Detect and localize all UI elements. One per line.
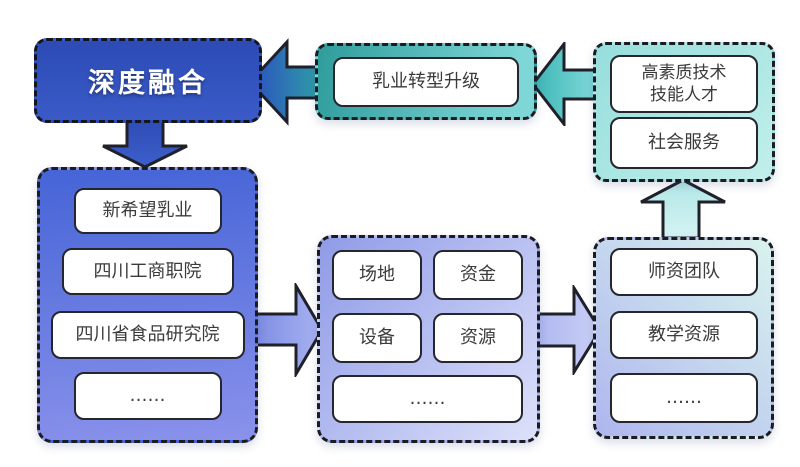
resource-node-ellipsis: …… bbox=[332, 375, 523, 423]
right-arrow-icon-resources-to-outputs bbox=[536, 285, 602, 375]
resources-group: 场地 资金 设备 资源 …… bbox=[317, 235, 540, 443]
social-service-node: 社会服务 bbox=[610, 117, 758, 169]
right-arrow-icon-partners-to-resources bbox=[254, 283, 324, 377]
talent-group: 高素质技术 技能人才 社会服务 bbox=[593, 42, 775, 182]
talent-label-line2: 技能人才 bbox=[650, 85, 718, 105]
industry-upgrade-node: 乳业转型升级 bbox=[333, 57, 519, 107]
resource-node: 设备 bbox=[332, 313, 422, 363]
talent-label-line1: 高素质技术 bbox=[641, 62, 727, 83]
talent-node: 高素质技术 技能人才 bbox=[610, 55, 758, 113]
deep-integration-node: 深度融合 bbox=[34, 38, 262, 123]
partner-node-ellipsis: …… bbox=[73, 372, 222, 420]
resource-label: 资金 bbox=[460, 264, 496, 286]
output-label: 教学资源 bbox=[648, 324, 720, 346]
deep-integration-label: 深度融合 bbox=[88, 68, 208, 99]
resource-label: 场地 bbox=[359, 264, 395, 286]
resource-node: 资金 bbox=[433, 250, 523, 300]
industry-upgrade-label: 乳业转型升级 bbox=[372, 71, 480, 93]
output-ellipsis-label: …… bbox=[666, 387, 702, 409]
partner-label: 四川省食品研究院 bbox=[75, 324, 220, 346]
resource-node: 场地 bbox=[332, 250, 422, 300]
resource-label: 资源 bbox=[460, 327, 496, 349]
resource-node: 资源 bbox=[433, 313, 523, 363]
social-service-label: 社会服务 bbox=[648, 132, 720, 154]
output-node-ellipsis: …… bbox=[610, 373, 758, 423]
output-node: 师资团队 bbox=[610, 248, 758, 296]
outputs-group: 师资团队 教学资源 …… bbox=[593, 237, 774, 439]
industry-upgrade-group: 乳业转型升级 bbox=[315, 43, 537, 120]
partner-label: 新希望乳业 bbox=[102, 200, 193, 222]
output-label: 师资团队 bbox=[648, 261, 720, 283]
partners-group: 新希望乳业 四川工商职院 四川省食品研究院 …… bbox=[37, 167, 258, 443]
left-arrow-icon-talent-to-upgrade bbox=[531, 42, 601, 126]
partner-node: 新希望乳业 bbox=[73, 188, 222, 234]
partner-label: 四川工商职院 bbox=[93, 260, 202, 282]
resource-label: 设备 bbox=[359, 327, 395, 349]
partner-node: 四川工商职院 bbox=[61, 248, 234, 295]
down-arrow-icon-integration-to-partners bbox=[102, 121, 188, 169]
partner-ellipsis-label: …… bbox=[129, 385, 166, 407]
output-node: 教学资源 bbox=[610, 311, 758, 359]
partner-node: 四川省食品研究院 bbox=[50, 311, 245, 359]
up-arrow-icon-outputs-to-talent bbox=[640, 178, 726, 240]
resource-ellipsis-label: …… bbox=[409, 388, 446, 410]
